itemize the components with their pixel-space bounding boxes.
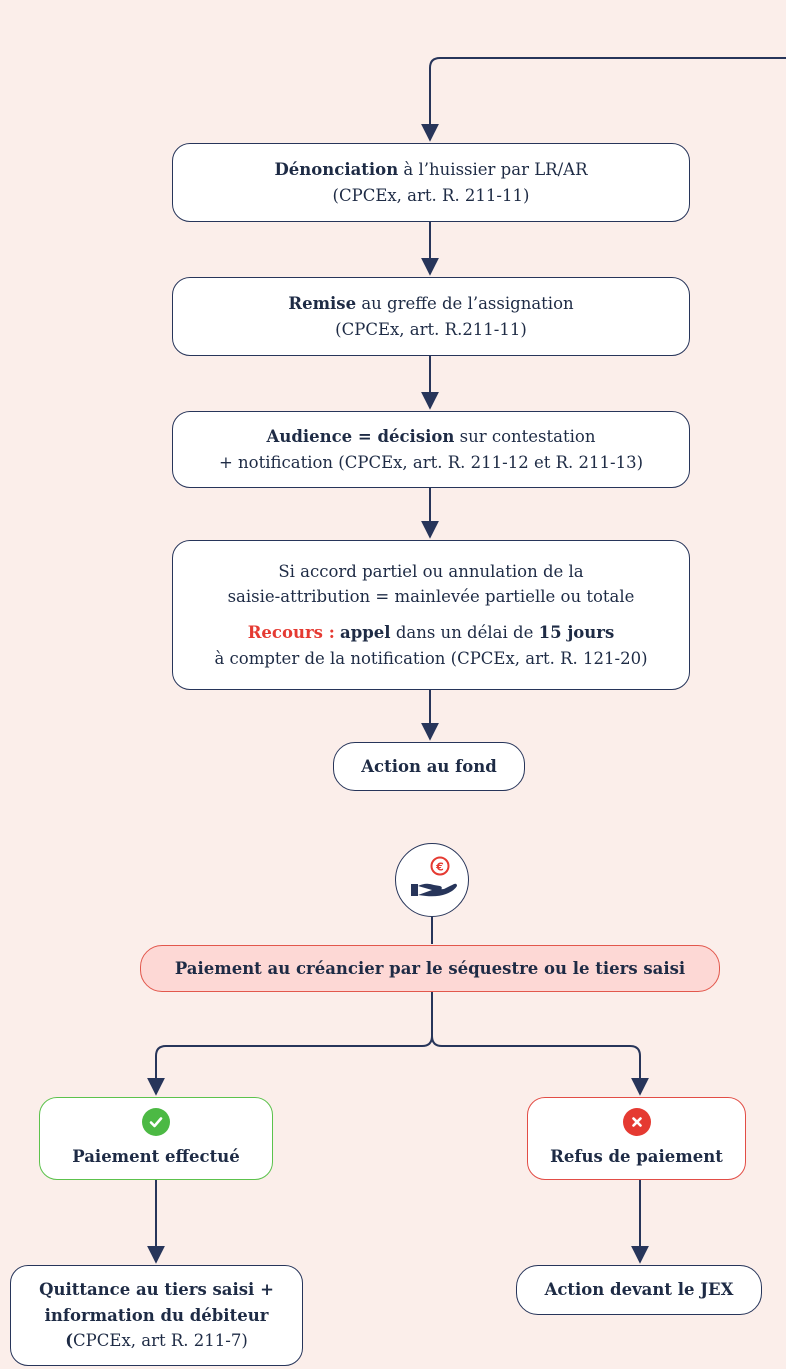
step-quittance: Quittance au tiers saisi + information d… xyxy=(10,1265,303,1366)
recours-label: Recours : xyxy=(247,623,335,642)
denonciation-ref: (CPCEx, art. R. 211-11) xyxy=(332,185,530,205)
remise-bold: Remise xyxy=(288,293,357,313)
quittance-paren: ( xyxy=(65,1331,74,1351)
entry-arrow xyxy=(421,57,786,142)
step-accord: Si accord partiel ou annulation de la sa… xyxy=(172,540,690,690)
step-action-fond: Action au fond xyxy=(333,742,525,791)
audience-text: sur contestation xyxy=(454,426,596,446)
step-paiement-effectue: Paiement effectué xyxy=(39,1097,273,1180)
jex-label: Action devant le JEX xyxy=(544,1280,734,1300)
paiement-label: Paiement au créancier par le séquestre o… xyxy=(174,958,686,978)
payment-icon-circle: € xyxy=(395,843,469,917)
branch-right xyxy=(431,1035,649,1096)
svg-text:€: € xyxy=(435,861,444,874)
step-audience: Audience = décision sur contestation + n… xyxy=(172,411,690,488)
recours-appel: appel xyxy=(340,623,391,642)
branch-left xyxy=(147,992,433,1096)
step-remise: Remise au greffe de l’assignation (CPCEx… xyxy=(172,277,690,356)
accord-line1: Si accord partiel ou annulation de la xyxy=(278,561,584,581)
step-paiement: Paiement au créancier par le séquestre o… xyxy=(140,945,720,992)
recours-mid: dans un délai de xyxy=(390,623,539,642)
refus-label: Refus de paiement xyxy=(550,1146,723,1166)
accord-line4: à compter de la notification (CPCEx, art… xyxy=(214,648,648,668)
audience-bold: Audience = décision xyxy=(266,426,455,446)
step-refus-paiement: Refus de paiement xyxy=(527,1097,746,1180)
denonciation-text: à l’huissier par LR/AR xyxy=(398,159,588,179)
quittance-line1: Quittance au tiers saisi + xyxy=(39,1280,274,1300)
action-fond-label: Action au fond xyxy=(361,756,497,776)
quittance-line2: information du débiteur xyxy=(44,1305,269,1325)
remise-ref: (CPCEx, art. R.211-11) xyxy=(335,319,527,339)
accord-line2: saisie-attribution = mainlevée partielle… xyxy=(227,587,635,607)
effectue-label: Paiement effectué xyxy=(72,1146,240,1166)
audience-line2: + notification (CPCEx, art. R. 211-12 et… xyxy=(218,452,644,472)
check-circle-icon xyxy=(142,1107,170,1136)
step-action-jex: Action devant le JEX xyxy=(516,1265,762,1315)
x-circle-icon xyxy=(622,1107,651,1136)
hand-coin-euro-icon: € xyxy=(411,856,457,897)
recours-delay: 15 jours xyxy=(538,623,615,642)
quittance-ref: CPCEx, art R. 211-7) xyxy=(73,1331,248,1351)
denonciation-bold: Dénonciation xyxy=(274,159,399,179)
remise-text: au greffe de l’assignation xyxy=(356,293,574,313)
step-denonciation: Dénonciation à l’huissier par LR/AR (CPC… xyxy=(172,143,690,222)
